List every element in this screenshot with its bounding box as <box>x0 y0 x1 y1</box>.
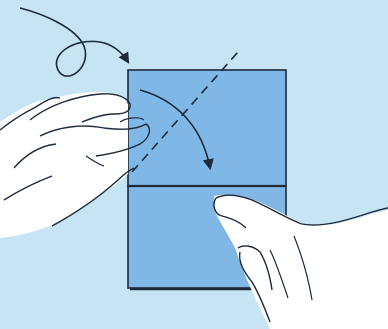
origami-diagram <box>0 0 388 329</box>
origami-diagram-svg <box>0 0 388 329</box>
